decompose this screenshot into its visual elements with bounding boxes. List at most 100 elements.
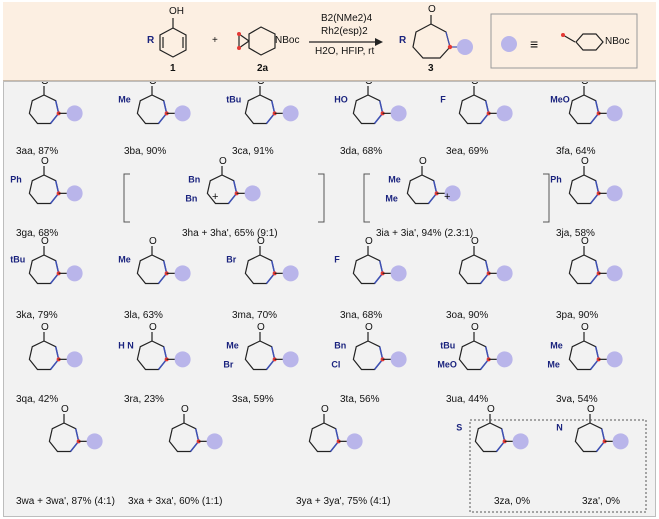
blue-bond — [265, 112, 276, 124]
blue-bond — [157, 358, 168, 370]
substituent-label: Me — [550, 341, 563, 351]
compound-label: 3ja, 58% — [556, 228, 595, 239]
blue-bond — [162, 346, 168, 360]
blue-bond — [484, 260, 490, 274]
legend-box — [490, 13, 638, 69]
carbonyl-o-label: O — [471, 236, 479, 247]
compound-structure: O — [28, 82, 83, 125]
carbonyl-o-label: O — [219, 156, 227, 167]
substituent-label: tBu — [226, 95, 241, 105]
compound-structure: O — [308, 404, 363, 453]
compound-label: 3ia + 3ia', 94% (2.3:1) — [376, 228, 474, 239]
substituent-label: F — [334, 255, 340, 265]
carbonyl-o-label: O — [41, 236, 49, 247]
reaction-header: OH R 1 + NBoc 2a B2(NMe2)4 Rh2(esp)2 H2O… — [3, 2, 656, 81]
blue-bond — [162, 260, 168, 274]
compound-label: 3ua, 44% — [446, 394, 489, 405]
blue-bond — [589, 272, 600, 284]
piperidine-sphere — [606, 185, 623, 202]
carbonyl-o-label: O — [181, 404, 189, 415]
blue-bond — [270, 260, 276, 274]
piperidine-sphere — [206, 433, 223, 450]
compound-label: 3sa, 59% — [232, 394, 274, 405]
substituent-label: tBu — [440, 341, 455, 351]
piperidine-sphere — [66, 351, 83, 368]
carbonyl-o-label: O — [41, 82, 49, 87]
piperidine-sphere — [390, 105, 407, 122]
blue-bond — [432, 180, 438, 194]
blue-bond — [500, 428, 506, 442]
plus-sign: + — [212, 35, 218, 46]
phenol-number: 1 — [170, 63, 176, 74]
substituent-label: Me — [388, 175, 401, 185]
blue-bond — [378, 100, 384, 114]
cyclopropene-number: 2a — [257, 63, 269, 74]
carbonyl-o-label: O — [257, 322, 265, 333]
blue-bond — [49, 358, 60, 370]
substrate-scope-panel: OOMeOtBuOHOOFOMeOOPhOBnBnOMeMeOPhOtBuOMe… — [3, 81, 656, 517]
reaction-conditions: H2O, HFIP, rt — [315, 46, 375, 57]
piperidine-sphere — [66, 185, 83, 202]
blue-bond — [54, 100, 60, 114]
compound-label: 3na, 68% — [340, 310, 383, 321]
blue-bond — [49, 192, 60, 204]
carbonyl-o-label: O — [149, 82, 157, 87]
carbonyl-o-label: O — [257, 82, 265, 87]
compound-structure: O — [48, 404, 103, 453]
compound-label: 3aa, 87% — [16, 146, 59, 157]
compound-label: 3qa, 42% — [16, 394, 59, 405]
piperidine-sphere — [390, 351, 407, 368]
carbonyl-o-label: O — [365, 82, 373, 87]
blue-bond — [189, 440, 200, 452]
blue-bond — [594, 346, 600, 360]
legend-nboc: NBoc — [605, 36, 630, 47]
carbonyl-o-label: O — [487, 404, 495, 415]
carbonyl-o-label: O — [61, 404, 69, 415]
failed-substrates-box — [469, 419, 647, 513]
blue-bond — [232, 180, 238, 194]
blue-bond — [74, 428, 80, 442]
plus-sign: + — [444, 191, 450, 203]
carbonyl-o-label: O — [581, 82, 589, 87]
compound-structure: OF — [440, 82, 513, 125]
compound-structure: O — [458, 236, 513, 285]
compound-structure: O — [568, 236, 623, 285]
carbonyl-o-label: O — [419, 156, 427, 167]
substituent-label: H N — [118, 341, 133, 351]
compound-structure: O HO — [334, 82, 407, 125]
reagent-b2nme2: B2(NMe2)4 — [321, 13, 373, 24]
mixture-bracket — [123, 173, 325, 223]
compound-label: 3ba, 90% — [124, 146, 167, 157]
compound-structure: OPh — [10, 156, 83, 205]
substituent-label: HO — [334, 95, 348, 105]
compound-label: 3fa, 64% — [556, 146, 596, 157]
legend-sphere — [501, 36, 517, 52]
carbonyl-o-label: O — [365, 236, 373, 247]
substituent-label: Br — [226, 255, 236, 265]
phenol-structure — [159, 18, 187, 58]
product-r-label: R — [399, 35, 407, 46]
piperidine-sphere — [496, 105, 513, 122]
compound-label: 3pa, 90% — [556, 310, 599, 321]
blue-bond — [589, 112, 600, 124]
blue-bond — [69, 440, 80, 452]
substituent-label: Me — [118, 95, 131, 105]
substituent-label: Ph — [10, 175, 22, 185]
compound-structure: OH N — [118, 322, 191, 371]
blue-bond — [49, 112, 60, 124]
blue-bond — [270, 346, 276, 360]
blue-bond — [157, 112, 168, 124]
blue-bond — [329, 440, 340, 452]
blue-bond — [270, 100, 276, 114]
substituent-label: Me — [226, 341, 239, 351]
piperidine-sphere — [174, 351, 191, 368]
carbonyl-o-label: O — [321, 404, 329, 415]
blue-bond — [265, 272, 276, 284]
blue-bond — [495, 440, 506, 452]
substituent-label: N — [556, 423, 563, 433]
product-o-label: O — [428, 4, 436, 15]
